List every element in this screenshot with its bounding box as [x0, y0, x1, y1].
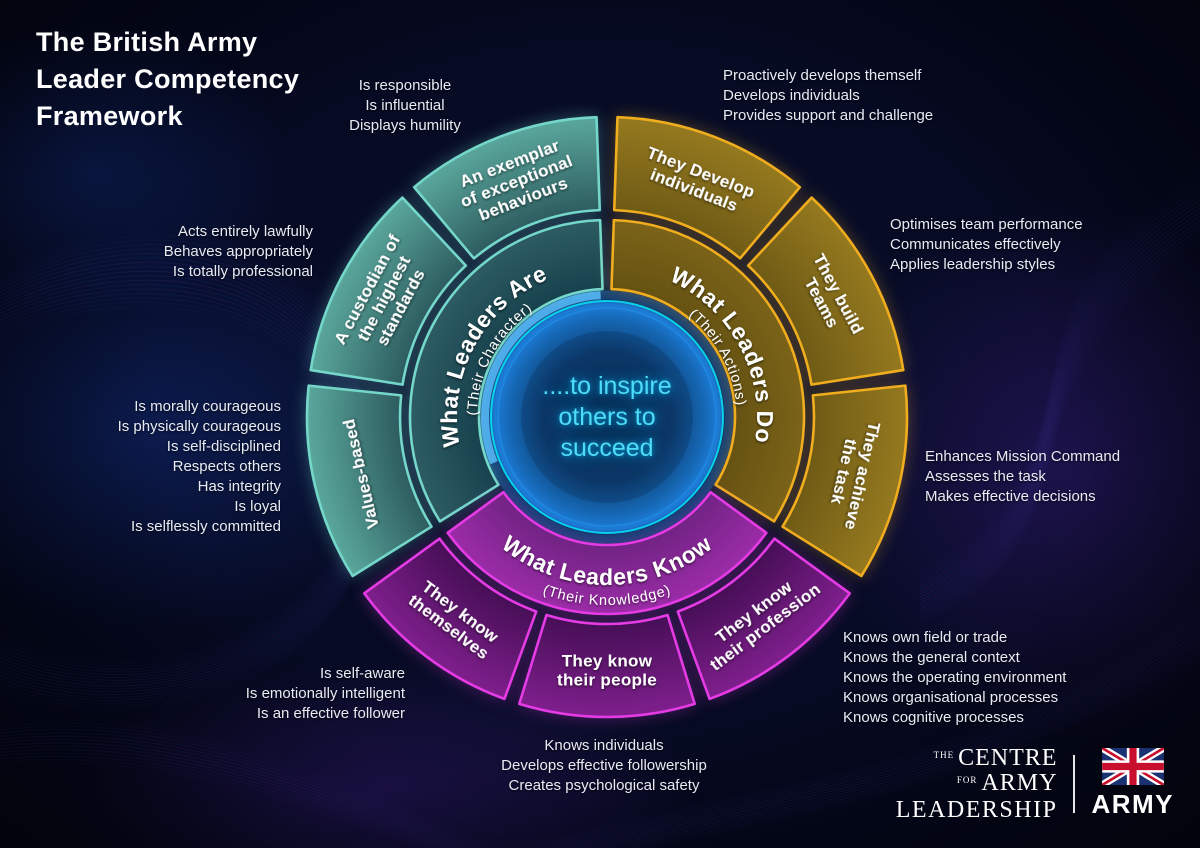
ring-do [610, 218, 806, 523]
line: Acts entirely lawfully [177, 223, 313, 240]
line: Is totally professional [172, 263, 313, 280]
segment-know-themselves [362, 537, 538, 701]
center-circle [447, 257, 767, 577]
line: Provides support and challenge [723, 107, 934, 124]
center-arc-highlight [481, 291, 601, 465]
line: Is physically courageous [117, 418, 281, 435]
line: Knows organisational processes [843, 689, 1059, 706]
line: Is influential [365, 97, 445, 114]
line: The British Army [36, 27, 258, 57]
segment-achieve-task [781, 384, 909, 578]
line: Knows cognitive processes [843, 709, 1024, 726]
line: Makes effective decisions [925, 488, 1096, 505]
logo-divider [1073, 755, 1076, 813]
line: Optimises team performance [890, 216, 1083, 233]
line: succeed [560, 434, 654, 462]
british-army-logo: ARMY [1091, 748, 1174, 820]
line: Creates psychological safety [508, 777, 700, 794]
centre-for-army-leadership-logo: THE CENTRE FOR ARMY LEADERSHIP [896, 746, 1058, 822]
segment-exemplar [412, 115, 602, 260]
line: Knows the operating environment [843, 669, 1067, 686]
line: Displays humility [349, 117, 461, 134]
cal-the: THE [933, 750, 955, 760]
line: Knows individuals [544, 737, 664, 754]
line: Is self-aware [319, 665, 405, 682]
segment-values-based [305, 384, 433, 578]
union-jack-flag-icon [1101, 748, 1164, 785]
line: Develops individuals [723, 87, 860, 104]
line: Applies leadership styles [890, 256, 1056, 273]
line: Assesses the task [925, 468, 1046, 485]
cal-for: FOR [956, 775, 978, 785]
cal-leadership: LEADERSHIP [895, 797, 1058, 823]
line: Framework [36, 101, 183, 131]
line: Is self-disciplined [166, 438, 281, 455]
army-wordmark: ARMY [1091, 789, 1174, 819]
line: Is an effective follower [256, 705, 405, 722]
footer-logos: THE CENTRE FOR ARMY LEADERSHIP ARMY [896, 746, 1174, 822]
segment-build-teams [746, 196, 905, 386]
line: Communicates effectively [890, 236, 1061, 253]
center-message: ....to inspire others to succeed [497, 371, 717, 464]
section-are: What Leaders Are(Their Character)Values-… [305, 115, 604, 578]
line: Proactively develops themself [723, 67, 922, 84]
segment-know-profession [676, 537, 852, 701]
note-values-based: Is morally courageous Is physically coura… [30, 397, 281, 537]
line: Knows the general context [843, 649, 1020, 666]
segment-develop-individuals [612, 115, 802, 260]
line: Enhances Mission Command [925, 448, 1121, 465]
line: Respects others [172, 458, 281, 475]
cal-centre: CENTRE [958, 745, 1058, 771]
line: Is selflessly committed [130, 518, 281, 535]
cal-army: ARMY [981, 770, 1058, 796]
line: Is morally courageous [134, 398, 281, 415]
ring-are [408, 218, 604, 523]
line: others to [558, 403, 656, 431]
line: ....to inspire [542, 372, 672, 400]
line: Has integrity [197, 478, 281, 495]
line: Is responsible [358, 77, 452, 94]
line: Behaves appropriately [163, 243, 313, 260]
line: Develops effective followership [501, 757, 707, 774]
ring-know [446, 490, 768, 616]
segment-custodian [309, 196, 468, 386]
line: Knows own field or trade [843, 629, 1008, 646]
line: Leader Competency [36, 64, 300, 94]
line: Is emotionally intelligent [245, 685, 405, 702]
line: Is loyal [234, 498, 281, 515]
segment-know-people [517, 613, 697, 719]
